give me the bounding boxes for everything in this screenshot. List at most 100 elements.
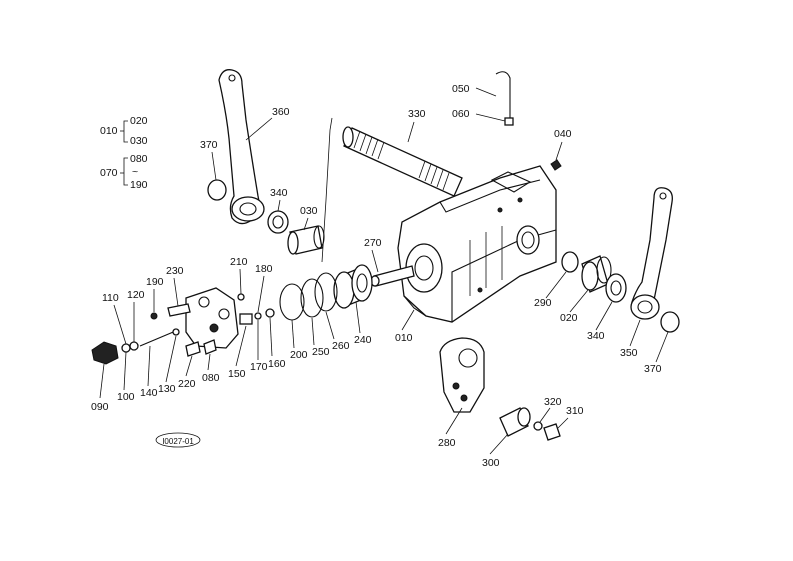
- figure-code: I0027-01: [162, 437, 194, 446]
- bracket-label-070: 070: [100, 167, 118, 179]
- leader-line-130: [165, 335, 177, 383]
- callout-label-040: 040: [554, 128, 572, 140]
- plug-080: [203, 339, 217, 355]
- bolt-310: [543, 423, 561, 441]
- callout-label-310: 310: [566, 405, 584, 417]
- bolt-230: [167, 303, 191, 317]
- shaft-center-line: [321, 117, 333, 263]
- leader-line-210: [239, 268, 242, 295]
- callout-label-180: 180: [255, 263, 273, 275]
- leader-line-110: [113, 304, 127, 345]
- leader-line-150: [235, 325, 247, 367]
- leader-line-090: [99, 363, 105, 399]
- leader-line-340a: [277, 199, 281, 212]
- callout-layer: 0500600403303603703400302702101802301901…: [91, 83, 669, 469]
- callout-label-270: 270: [364, 237, 382, 249]
- plug-040: [550, 159, 562, 171]
- callout-label-060: 060: [452, 108, 470, 120]
- callout-label-120: 120: [127, 289, 145, 301]
- leader-line-220: [185, 355, 193, 377]
- ring-250: [300, 278, 324, 318]
- callout-label-020: 020: [560, 312, 578, 324]
- callout-label-080: 080: [202, 372, 220, 384]
- knob-090: [91, 341, 119, 365]
- callout-label-260: 260: [332, 340, 350, 352]
- piston-240: [333, 264, 373, 309]
- bushing-020: [581, 255, 612, 293]
- leader-line-370b: [655, 331, 669, 363]
- ring-160: [265, 308, 275, 318]
- lift-arm-left: [218, 69, 265, 225]
- leader-line-240: [355, 301, 361, 334]
- callout-label-030: 030: [300, 205, 318, 217]
- pin-300: [499, 407, 531, 437]
- callout-label-140: 140: [140, 387, 158, 399]
- lift-arm-right: [630, 187, 673, 320]
- bracket-label-020: 020: [130, 115, 148, 127]
- leader-line-100: [123, 351, 127, 391]
- snap-ring-370-left: [207, 179, 227, 201]
- washer-320: [533, 421, 543, 431]
- bracket-label-030: 030: [130, 135, 148, 147]
- callout-label-110: 110: [102, 292, 119, 304]
- bushing-030: [287, 225, 325, 255]
- o-ring-200: [279, 283, 305, 321]
- leader-line-230: [173, 277, 179, 307]
- callout-label-190: 190: [146, 276, 164, 288]
- callout-label-210: 210: [230, 256, 248, 268]
- callout-label-160: 160: [268, 358, 286, 370]
- lift-housing-010: [397, 165, 557, 323]
- callout-label-360: 360: [272, 106, 290, 118]
- bracket-label-190: 190: [130, 179, 148, 191]
- callout-label-170: 170: [250, 361, 268, 373]
- callout-label-370b: 370: [644, 363, 662, 375]
- leader-line-340b: [595, 301, 613, 331]
- callout-label-240: 240: [354, 334, 372, 346]
- leader-line-180: [257, 275, 265, 313]
- ring-260: [314, 272, 338, 312]
- callout-label-050: 050: [452, 83, 470, 95]
- tube-050: [495, 71, 511, 118]
- bracket-label-080: 080: [130, 153, 148, 165]
- bracket-tilde: ~: [132, 166, 138, 178]
- leader-line-030: [303, 217, 309, 231]
- figure-code-badge: I0027-01: [155, 432, 201, 448]
- lift-shaft-330: [342, 126, 463, 197]
- plug-220: [185, 341, 201, 357]
- callout-label-150: 150: [228, 368, 246, 380]
- ring-120: [129, 341, 139, 351]
- leader-line-020: [569, 289, 589, 313]
- group-bracket-010: 010 020 030: [100, 115, 148, 147]
- leader-line-270: [371, 249, 379, 273]
- stem-140: [139, 329, 179, 347]
- callout-label-330: 330: [408, 108, 426, 120]
- leader-line-140: [147, 345, 151, 387]
- leader-line-280: [445, 407, 463, 435]
- leader-line-050: [475, 87, 497, 97]
- leader-line-360: [245, 117, 273, 141]
- valve-body: [185, 287, 253, 349]
- callout-label-010: 010: [395, 332, 413, 344]
- leader-line-060: [475, 113, 506, 122]
- leader-line-160: [269, 317, 273, 357]
- callout-label-220: 220: [178, 378, 196, 390]
- leader-line-320: [539, 407, 551, 423]
- washer-340-left: [267, 210, 289, 234]
- callout-label-100: 100: [117, 391, 135, 403]
- callout-label-340a: 340: [270, 187, 288, 199]
- callout-label-250: 250: [312, 346, 330, 358]
- leader-line-080: [207, 353, 211, 371]
- callout-label-300: 300: [482, 457, 500, 469]
- callout-label-090: 090: [91, 401, 109, 413]
- group-bracket-070: 070 080 ~ 190: [100, 153, 148, 191]
- leader-line-200: [291, 319, 295, 349]
- leader-line-010: [401, 309, 415, 331]
- leader-line-350: [629, 319, 641, 347]
- washer-340-right: [605, 273, 627, 303]
- ring-110: [121, 343, 131, 353]
- callout-label-130: 130: [158, 383, 176, 395]
- callout-label-200: 200: [290, 349, 308, 361]
- pin-270: [370, 265, 415, 287]
- callout-label-290: 290: [534, 297, 552, 309]
